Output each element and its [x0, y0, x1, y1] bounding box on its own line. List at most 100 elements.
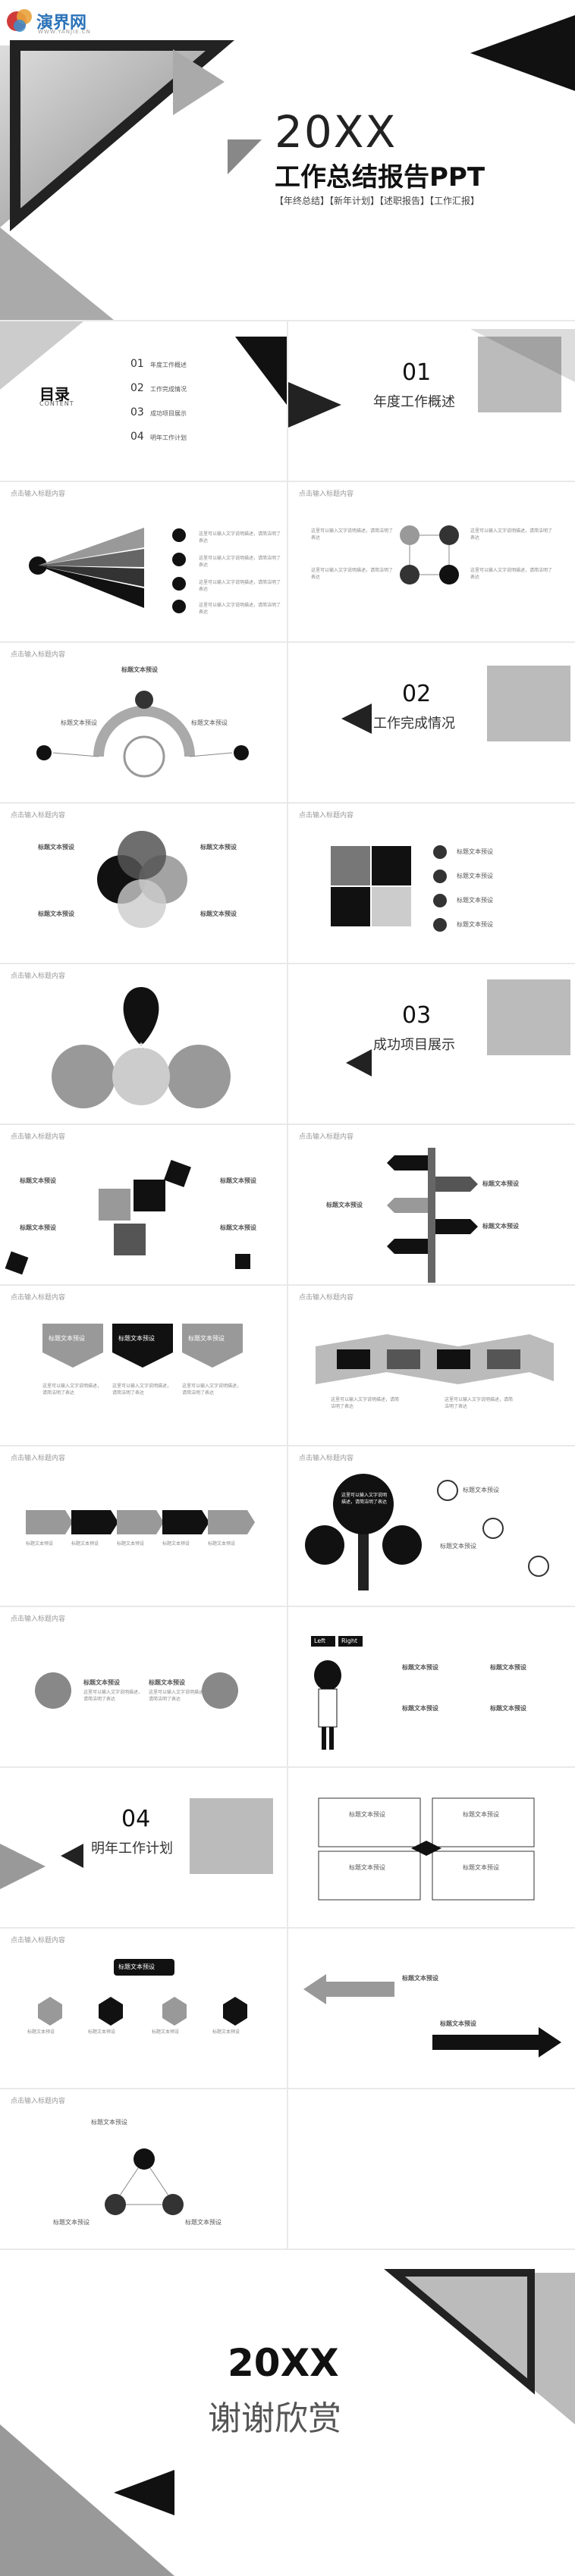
blocks-heading-1: 标题文本预设: [457, 848, 493, 855]
ending-year: 20XX: [228, 2341, 339, 2385]
slide-placeholder[interactable]: 点击输入标题内容: [11, 1937, 66, 1945]
section-04-graphics: [0, 1798, 273, 1889]
signpost-heading-2: 标题文本预设: [326, 1202, 363, 1208]
cycle-graphics: [105, 2148, 184, 2215]
hex-text-3: 标题文本预设: [152, 2029, 180, 2035]
banner-text-1: 这里可以输入文字说明描述，请简洁明了表达: [331, 1397, 400, 1409]
slide-placeholder[interactable]: 点击输入标题内容: [299, 490, 354, 498]
slide-placeholder[interactable]: 点击输入标题内容: [299, 1455, 354, 1462]
cover-graphics: [0, 15, 575, 320]
cycle-heading-2: 标题文本预设: [53, 2219, 90, 2226]
banner-text-2: 这里可以输入文字说明描述，请简洁明了表达: [445, 1397, 514, 1409]
venn-heading-1: 标题文本预设: [38, 844, 74, 851]
tree-slide: 点击输入标题内容 这里可以输入文字说明描述，请简洁明了表达 标题文本预设 标题文…: [288, 1446, 575, 1606]
section-01-title: 年度工作概述: [373, 394, 455, 410]
person-left-sign: Left: [314, 1637, 326, 1644]
process-text-4: 标题文本预设: [162, 1541, 190, 1547]
photos-text-1: 这里可以输入文字说明描述，请简洁明了表达: [83, 1690, 143, 1702]
tree-heading-1: 标题文本预设: [463, 1487, 499, 1493]
person-slide: Left Right 标题文本预设 标题文本预设 标题文本预设 标题文本预设: [288, 1607, 575, 1766]
slide-placeholder[interactable]: 点击输入标题内容: [11, 490, 66, 498]
slide-placeholder[interactable]: 点击输入标题内容: [299, 1133, 354, 1141]
toc-label-3[interactable]: 成功项目展示: [150, 410, 187, 417]
logo-icon: [7, 9, 32, 32]
section-01-slide: 01 年度工作概述: [288, 321, 575, 481]
blocks-graphics: [331, 845, 447, 932]
section-03-title: 成功项目展示: [373, 1037, 455, 1053]
puzzle-heading-3: 标题文本预设: [20, 1224, 56, 1231]
person-heading-3: 标题文本预设: [402, 1705, 438, 1712]
person-heading-1: 标题文本预设: [402, 1664, 438, 1671]
slide-placeholder[interactable]: 点击输入标题内容: [11, 1133, 66, 1141]
toc-graphics: [0, 321, 287, 405]
hex-title: 标题文本预设: [118, 1963, 155, 1970]
cards-text-3: 这里可以输入文字说明描述，请简洁明了表达: [182, 1384, 242, 1396]
circles-text-3: 这里可以输入文字说明描述，请简洁明了表达: [311, 568, 394, 580]
section-02-title: 工作完成情况: [373, 716, 455, 732]
toc-num-3: 03: [130, 406, 144, 418]
cover-tags: 【年终总结】【新年计划】【述职报告】【工作汇报】: [275, 196, 480, 206]
quad-heading-1: 标题文本预设: [349, 1811, 385, 1818]
photos-graphics: [35, 1672, 238, 1709]
signpost-slide: 点击输入标题内容 标题文本预设 标题文本预设 标题文本预设: [288, 1125, 575, 1284]
hex-text-4: 标题文本预设: [212, 2029, 240, 2035]
arrows-slide: 标题文本预设 标题文本预设: [288, 1929, 575, 2088]
slide-placeholder[interactable]: 点击输入标题内容: [11, 812, 66, 819]
toc-slide: 目录 CONTENT 01 年度工作概述 02 工作完成情况 03 成功项目展示…: [0, 321, 287, 481]
cards-heading-1: 标题文本预设: [49, 1335, 85, 1342]
blocks-slide: 点击输入标题内容 标题文本预设 标题文本预设 标题文本预设 标题文本预设: [288, 804, 575, 963]
section-01-num: 01: [402, 359, 432, 386]
cards-text-1: 这里可以输入文字说明描述，请简洁明了表达: [42, 1384, 102, 1396]
ending-graphics: [0, 2269, 575, 2576]
banner-slide: 点击输入标题内容 这里可以输入文字说明描述，请简洁明了表达 这里可以输入文字说明…: [288, 1286, 575, 1445]
pin-heading: 标题文本预设: [120, 1042, 156, 1049]
hub-heading-top: 标题文本预设: [121, 666, 158, 673]
tree-heading-2: 标题文本预设: [440, 1543, 476, 1550]
signpost-graphics: [387, 1148, 478, 1283]
blocks-heading-3: 标题文本预设: [457, 897, 493, 904]
hub-graphics: [36, 691, 249, 778]
section-03-slide: 03 成功项目展示: [288, 964, 575, 1123]
process-text-3: 标题文本预设: [117, 1541, 145, 1547]
puzzle-heading-4: 标题文本预设: [220, 1224, 256, 1231]
hex-text-1: 标题文本预设: [27, 2029, 55, 2035]
slide-placeholder[interactable]: 点击输入标题内容: [11, 1615, 66, 1623]
toc-num-2: 02: [130, 382, 144, 394]
toc-title-en: CONTENT: [39, 400, 74, 407]
slide-placeholder[interactable]: 点击输入标题内容: [11, 651, 66, 659]
toc-label-4[interactable]: 明年工作计划: [150, 434, 187, 441]
puzzle-graphics: [5, 1160, 250, 1275]
toc-label-2[interactable]: 工作完成情况: [150, 386, 187, 393]
process-text-5: 标题文本预设: [208, 1541, 236, 1547]
slide-placeholder[interactable]: 点击输入标题内容: [299, 812, 354, 819]
toc-num-1: 01: [130, 358, 144, 370]
venn-graphics: [97, 831, 187, 928]
slide-placeholder[interactable]: 点击输入标题内容: [11, 1455, 66, 1462]
hub-slide: 点击输入标题内容 标题文本预设 标题文本预设 标题文本预设: [0, 643, 287, 802]
process-text-2: 标题文本预设: [71, 1541, 99, 1547]
quad-heading-2: 标题文本预设: [463, 1811, 499, 1818]
person-graphics: [311, 1636, 363, 1750]
section-02-slide: 02 工作完成情况: [288, 643, 575, 802]
hub-heading-left: 标题文本预设: [61, 719, 97, 726]
section-04-slide: 04 明年工作计划: [0, 1768, 287, 1927]
quad-graphics: [318, 1797, 535, 1901]
toc-title: 目录: [39, 385, 70, 403]
section-01-graphics: [288, 329, 575, 428]
cards-heading-2: 标题文本预设: [118, 1335, 155, 1342]
hex-graphics: [38, 1959, 247, 2026]
ending-slide: 20XX 谢谢欣赏: [0, 2250, 575, 2576]
logo-name: 演界网: [36, 14, 87, 33]
circles-text-2: 这里可以输入文字说明描述，请简洁明了表达: [470, 528, 553, 541]
venn-heading-2: 标题文本预设: [200, 844, 237, 851]
tree-text: 这里可以输入文字说明描述，请简洁明了表达: [341, 1493, 388, 1505]
slide-placeholder[interactable]: 点击输入标题内容: [11, 1294, 66, 1302]
toc-label-1[interactable]: 年度工作概述: [150, 362, 187, 368]
cover-slide: 20XX 工作总结报告PPT 【年终总结】【新年计划】【述职报告】【工作汇报】: [0, 0, 575, 320]
circles-graphics: [400, 525, 459, 584]
slide-placeholder[interactable]: 点击输入标题内容: [11, 2098, 66, 2105]
slide-placeholder[interactable]: 点击输入标题内容: [11, 973, 66, 980]
slide-placeholder[interactable]: 点击输入标题内容: [299, 1294, 354, 1302]
blank-slide: [288, 2089, 575, 2249]
arrows-heading-2: 标题文本预设: [440, 2020, 476, 2027]
